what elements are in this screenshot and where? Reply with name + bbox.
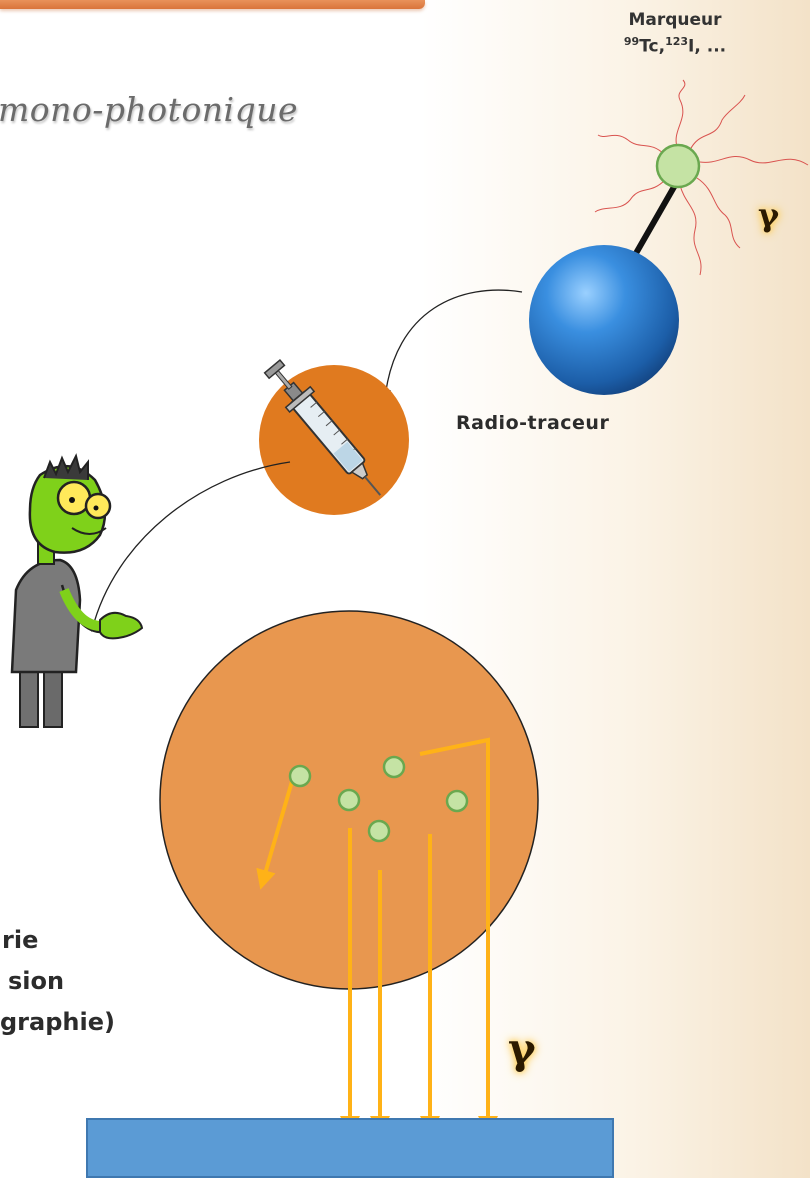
marker-emission-lines (595, 80, 808, 275)
gamma-label-bottom: γ (508, 1024, 536, 1073)
radio-tracer-label: Radio-traceur (456, 412, 609, 434)
detector-bar (86, 1118, 614, 1178)
tracer-atom (384, 757, 404, 777)
syringe-to-patient-arrow (92, 462, 290, 630)
tracer-atom (290, 766, 310, 786)
left-text-line: graphie) (0, 1002, 115, 1043)
tracer-atom (339, 790, 359, 810)
gamma-label-top: γ (758, 196, 779, 234)
cartoon-character-icon (12, 456, 142, 727)
tracer-atom (369, 821, 389, 841)
radio-tracer-sphere (529, 245, 679, 395)
tracer-atom (447, 791, 467, 811)
left-text-block: rie sion graphie) (0, 920, 115, 1043)
left-text-line: rie (2, 920, 117, 961)
marker-atom (657, 145, 699, 187)
tracer-to-syringe-arrow (385, 290, 522, 398)
left-text-line: sion (8, 961, 123, 1002)
